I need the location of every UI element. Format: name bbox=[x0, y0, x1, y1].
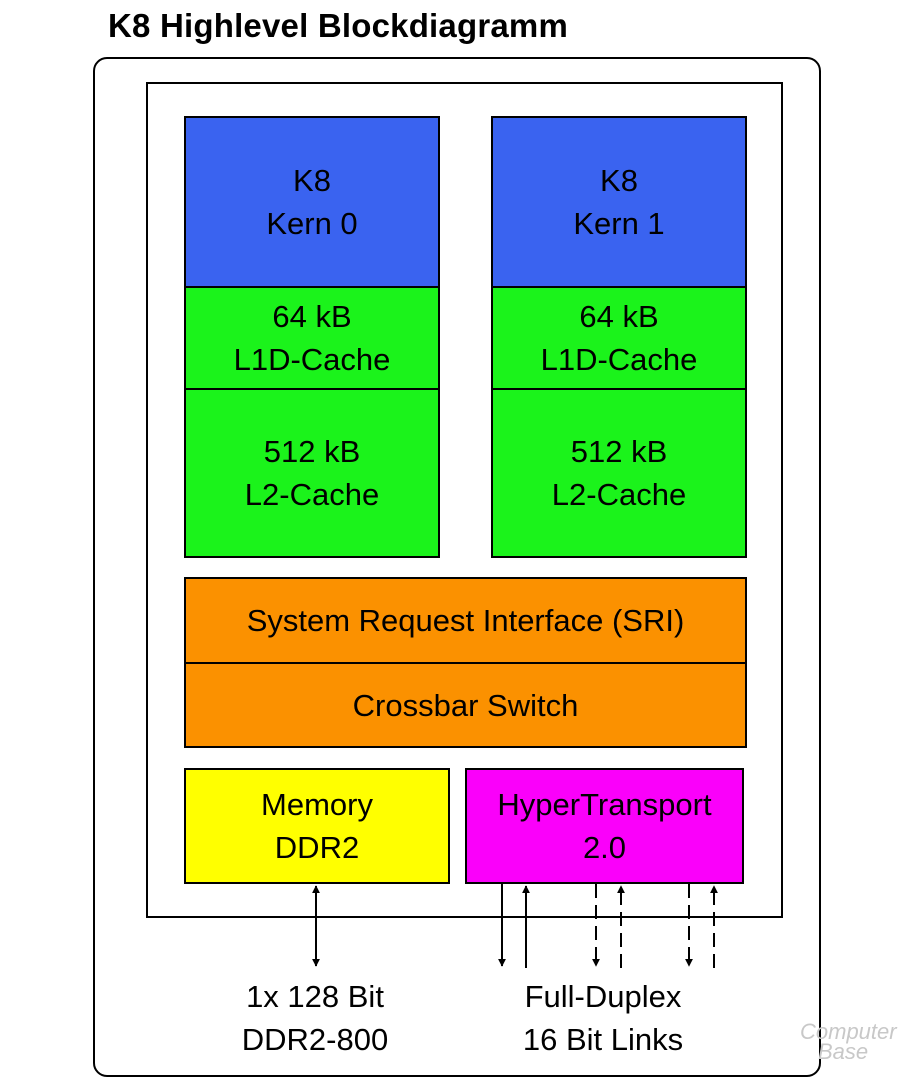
sri-label: System Request Interface (SRI) bbox=[246, 603, 685, 638]
l1-cache-0-label: L1D-Cache bbox=[233, 342, 391, 377]
core-1-label: K8 bbox=[600, 163, 638, 198]
die-frame bbox=[146, 82, 783, 918]
memory-type-label: DDR2 bbox=[274, 830, 360, 865]
ht-link-width: 16 Bit Links bbox=[522, 1022, 684, 1057]
memory-controller-block: Memory DDR2 bbox=[184, 768, 450, 884]
l1-cache-0-size: 64 kB bbox=[272, 299, 352, 334]
sri-block: System Request Interface (SRI) bbox=[184, 577, 747, 664]
memory-bus-width: 1x 128 Bit bbox=[246, 979, 384, 1014]
l2-cache-0-size: 512 kB bbox=[263, 434, 361, 469]
core-0-block: K8 Kern 0 bbox=[184, 116, 440, 288]
l2-cache-1-size: 512 kB bbox=[570, 434, 668, 469]
core-1-sublabel: Kern 1 bbox=[573, 206, 665, 241]
l1-cache-1-size: 64 kB bbox=[579, 299, 659, 334]
hypertransport-version-label: 2.0 bbox=[582, 830, 627, 865]
l2-cache-0-block: 512 kB L2-Cache bbox=[184, 388, 440, 558]
l2-cache-1-block: 512 kB L2-Cache bbox=[491, 388, 747, 558]
diagram-title: K8 Highlevel Blockdiagramm bbox=[108, 7, 569, 44]
crossbar-block: Crossbar Switch bbox=[184, 662, 747, 748]
l1-cache-1-block: 64 kB L1D-Cache bbox=[491, 286, 747, 390]
ht-link-duplex: Full-Duplex bbox=[524, 979, 682, 1014]
ht-link-caption: Full-Duplex 16 Bit Links bbox=[478, 975, 728, 1061]
memory-bus-speed: DDR2-800 bbox=[241, 1022, 389, 1057]
crossbar-label: Crossbar Switch bbox=[352, 687, 579, 723]
hypertransport-block: HyperTransport 2.0 bbox=[465, 768, 744, 884]
core-0-label: K8 bbox=[293, 163, 331, 198]
package-frame bbox=[93, 57, 821, 1077]
memory-label: Memory bbox=[261, 787, 373, 822]
memory-bus-caption: 1x 128 Bit DDR2-800 bbox=[200, 975, 430, 1061]
l1-cache-1-label: L1D-Cache bbox=[540, 342, 698, 377]
watermark-logo: Computer Base bbox=[800, 1019, 897, 1064]
hypertransport-label: HyperTransport bbox=[497, 787, 712, 822]
l2-cache-0-label: L2-Cache bbox=[244, 477, 380, 512]
l2-cache-1-label: L2-Cache bbox=[551, 477, 687, 512]
core-0-sublabel: Kern 0 bbox=[266, 206, 358, 241]
l1-cache-0-block: 64 kB L1D-Cache bbox=[184, 286, 440, 390]
core-1-block: K8 Kern 1 bbox=[491, 116, 747, 288]
